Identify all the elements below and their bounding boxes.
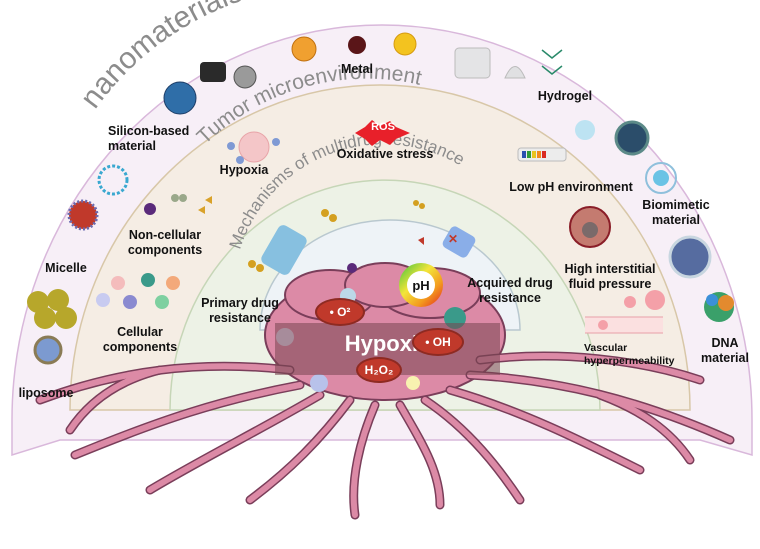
label-vascular-hyperpermeability: Vascular hyperpermeability bbox=[584, 342, 675, 367]
hydroxyl-oval: • OH bbox=[412, 328, 464, 356]
biomimetic-icons bbox=[575, 120, 712, 279]
micelle-icons bbox=[67, 164, 129, 231]
label-acquired-drug-resistance: Acquired drug resistance bbox=[467, 276, 553, 305]
non-cellular-component-icons bbox=[144, 194, 212, 215]
high-pressure-cell-icon bbox=[569, 206, 611, 248]
label-liposome: liposome bbox=[18, 386, 74, 400]
ph-strip-icon bbox=[517, 147, 567, 162]
blocked-pump-icon-acquired: ✕ bbox=[413, 200, 476, 258]
metal-nanoparticle-icons bbox=[291, 32, 417, 62]
label-hypoxia: Hypoxia bbox=[219, 163, 269, 177]
tumor-branches-fill bbox=[37, 353, 733, 518]
label-oxidative-stress: Oxidative stress bbox=[336, 147, 434, 161]
ph-label: pH bbox=[412, 278, 429, 293]
label-hydrogel: Hydrogel bbox=[537, 89, 593, 103]
hydrogel-sheet-icons bbox=[454, 47, 563, 79]
label-dna-material: DNA material bbox=[701, 336, 749, 365]
dna-material-icon bbox=[704, 292, 734, 322]
liposome-icons bbox=[27, 289, 77, 365]
label-biomimetic-material: Biomimetic material bbox=[642, 198, 710, 227]
label-silicon-based-material: Silicon-based material bbox=[108, 124, 190, 153]
vessel-icon bbox=[585, 290, 665, 334]
ros-burst-icon bbox=[355, 120, 410, 146]
label-micelle: Micelle bbox=[45, 261, 87, 275]
label-metal: Metal bbox=[341, 62, 373, 76]
label-cellular-components: Cellular components bbox=[102, 325, 178, 354]
superoxide-oval: • O² bbox=[315, 298, 365, 326]
ros-badge: ROS bbox=[371, 121, 395, 133]
hypoxia-banner-text: Hypoxia bbox=[344, 331, 431, 356]
efflux-pump-icon-primary bbox=[248, 209, 337, 275]
ph-indicator-wheel: pH bbox=[399, 263, 443, 307]
label-high-interstitial-fluid-pressure: High interstitial fluid pressure bbox=[564, 262, 656, 291]
svg-text:✕: ✕ bbox=[448, 232, 458, 246]
label-non-cellular-components: Non-cellular components bbox=[127, 228, 203, 257]
silicon-nanoparticle-icons bbox=[163, 62, 257, 115]
hypoxia-cell-icon bbox=[227, 131, 280, 164]
label-primary-drug-resistance: Primary drug resistance bbox=[201, 296, 279, 325]
cellular-component-icons bbox=[96, 273, 180, 309]
label-low-ph-environment: Low pH environment bbox=[509, 180, 633, 194]
hydrogen-peroxide-oval: H₂O₂ bbox=[356, 357, 402, 383]
